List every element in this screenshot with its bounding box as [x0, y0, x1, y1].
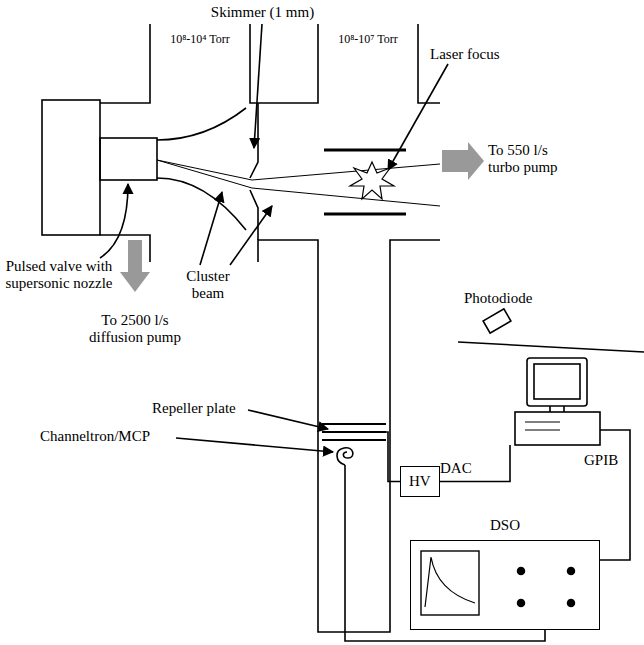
part-label: GPIB	[584, 452, 628, 469]
gpib-wire	[600, 430, 630, 560]
nozzle-body	[100, 138, 157, 180]
part-label: Laser focus	[430, 46, 540, 63]
box-heading: DSO	[411, 517, 599, 534]
pump-arrow	[442, 142, 484, 180]
dac-wire	[440, 445, 510, 482]
chamber-wall	[100, 235, 150, 262]
nozzle-bell	[157, 178, 246, 230]
oscilloscope: DSO	[410, 540, 600, 630]
computer-screen	[534, 364, 580, 399]
scope-knob	[516, 566, 526, 576]
computer-base	[515, 412, 600, 445]
scope-knob	[566, 566, 576, 576]
extraction-plate	[324, 213, 406, 216]
chamber-wall	[418, 24, 440, 103]
repeller-plate	[322, 439, 386, 441]
laser-focus	[350, 162, 394, 199]
nozzle-bell	[157, 108, 246, 140]
leader-line	[200, 192, 222, 265]
repeller-plate	[322, 431, 386, 433]
channeltron	[337, 448, 353, 465]
computer-monitor	[527, 358, 587, 406]
leader-line	[388, 64, 448, 170]
part-label: Channeltron/MCP	[40, 428, 190, 445]
part-label: To 550 l/s turbo pump	[488, 142, 578, 176]
scope-face	[411, 541, 597, 627]
scope-knob	[516, 598, 526, 608]
scope-screen	[421, 551, 479, 615]
hv-wire	[386, 432, 400, 482]
leader-line	[230, 206, 272, 265]
leader-line	[254, 24, 262, 148]
scope-trace	[425, 557, 475, 607]
pulsed-valve	[42, 100, 100, 235]
chamber-wall	[100, 24, 150, 103]
part-label: Repeller plate	[152, 400, 282, 417]
part-label: Pulsed valve with supersonic nozzle	[0, 258, 118, 292]
extraction-plate	[324, 149, 406, 152]
pump-arrow	[120, 240, 150, 292]
beam-line	[157, 160, 440, 206]
repeller-plate	[322, 423, 386, 425]
part-label: Cluster beam	[176, 268, 240, 302]
leader-line	[100, 184, 128, 258]
part-label: Skimmer (1 mm)	[205, 4, 320, 21]
hv-supply: HV	[400, 466, 440, 497]
pressure-label: 10⁸-10⁷ Torr	[330, 32, 406, 46]
leader-line	[248, 410, 328, 429]
part-label: Photodiode	[464, 290, 574, 307]
trigger-wire	[458, 342, 644, 352]
part-label: To 2500 l/s diffusion pump	[80, 312, 190, 346]
pressure-label: 10⁸-10⁴ Torr	[162, 32, 238, 46]
part-label: DAC	[440, 460, 490, 477]
scope-knob	[566, 598, 576, 608]
drive-slot	[525, 422, 560, 430]
monitor-stand	[550, 406, 564, 412]
leader-line	[176, 438, 333, 452]
beam-line	[157, 160, 440, 180]
box-label: HV	[409, 473, 431, 490]
photodiode	[483, 309, 511, 333]
